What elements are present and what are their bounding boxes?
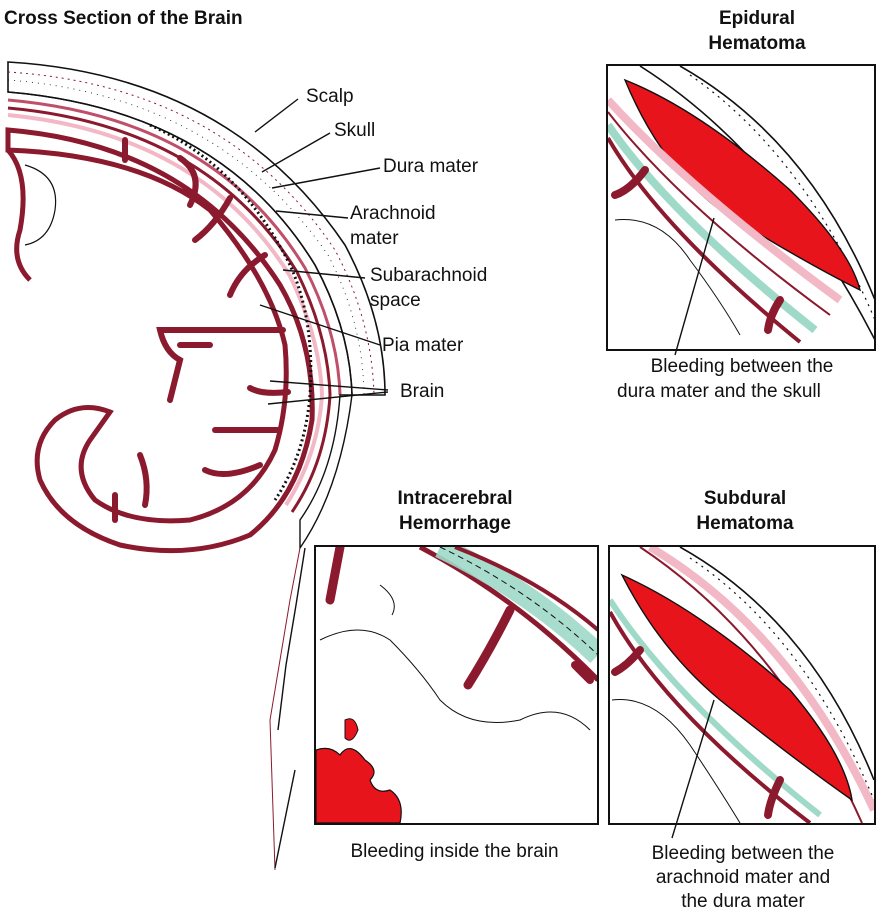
label-skull: Skull xyxy=(334,120,375,142)
label-arachnoid-line2: mater xyxy=(350,228,399,250)
label-arachnoid-line1: Arachnoid xyxy=(350,203,436,225)
epidural-title-line1: Epidural xyxy=(707,7,807,31)
label-brain: Brain xyxy=(400,381,444,403)
subdural-title-line2: Hematoma xyxy=(680,512,810,536)
epidural-caption-line2: dura mater and the skull xyxy=(617,380,879,403)
label-scalp: Scalp xyxy=(306,86,354,108)
intracerebral-title-line1: Intracerebral xyxy=(360,487,550,511)
epidural-title-line2: Hematoma xyxy=(692,32,822,56)
subdural-caption-line1: Bleeding between the xyxy=(618,842,868,865)
diagram-title: Cross Section of the Brain xyxy=(4,7,243,31)
intracerebral-title-line2: Hemorrhage xyxy=(360,512,550,536)
epidural-panel xyxy=(607,65,875,355)
subdural-caption-line3: the dura mater xyxy=(618,890,868,913)
subdural-caption-line2: arachnoid mater and xyxy=(618,866,868,889)
intracerebral-panel xyxy=(315,546,598,824)
label-subarachnoid-line2: space xyxy=(370,290,421,312)
sulcus-10 xyxy=(140,455,147,505)
sulcus-7 xyxy=(250,388,288,393)
subdural-title-line1: Subdural xyxy=(685,487,805,511)
intracerebral-caption: Bleeding inside the brain xyxy=(307,840,602,863)
label-subarachnoid-line1: Subarachnoid xyxy=(370,265,487,287)
subdural-panel xyxy=(609,546,875,838)
label-dura-mater: Dura mater xyxy=(383,156,478,178)
strip-pointers xyxy=(270,548,305,870)
sulcus-9 xyxy=(205,465,260,474)
main-cross-section xyxy=(8,62,385,551)
label-pia-mater: Pia mater xyxy=(382,335,463,357)
epidural-caption-line1: Bleeding between the xyxy=(617,355,867,378)
